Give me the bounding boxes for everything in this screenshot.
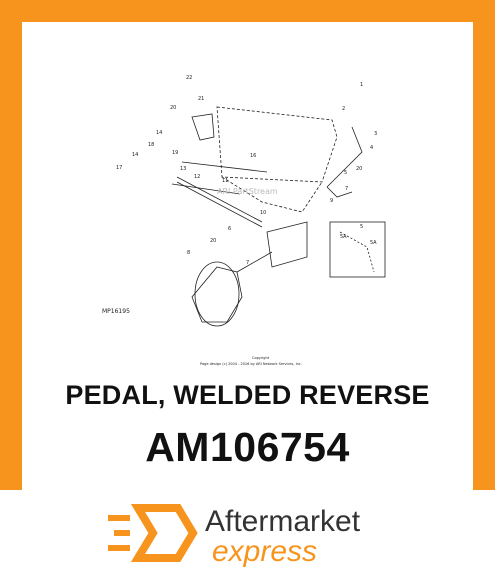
parts-diagram: 22 20 21 1 2 3 4 14 18 14 17 19 13 12 16… [102,75,386,366]
callout-5a-b: 5A [370,240,377,246]
callout-12: 12 [194,174,200,180]
callout-17: 17 [116,165,122,171]
callout-21: 21 [198,96,204,102]
callout-5: 5 [344,170,347,176]
callout-14a: 14 [156,130,162,136]
watermark: ARI PartStream [217,187,278,196]
callout-8: 8 [187,250,190,256]
part-number: AM106754 [145,424,350,470]
callout-19: 19 [172,150,178,156]
callout-20: 20 [170,105,176,111]
callout-7b: 7 [246,260,249,266]
callout-16: 16 [250,153,256,159]
callout-9: 9 [330,198,333,204]
copyright-line-2: Page design (c) 2004 - 2016 by ARI Netwo… [200,362,302,366]
brand-line-1: Aftermarket [205,505,361,538]
callout-1: 1 [360,82,363,88]
callout-5b: 5 [360,224,363,230]
brand-line-2: express [212,535,318,568]
callout-18: 18 [148,142,154,148]
callout-4: 4 [370,145,373,151]
callout-20b: 20 [356,166,362,172]
callout-22: 22 [186,75,192,81]
callout-20c: 20 [210,238,216,244]
callout-13: 13 [180,166,186,172]
callout-10: 10 [260,210,266,216]
hexagon-speed-logo-icon [108,504,198,562]
product-card: 22 20 21 1 2 3 4 14 18 14 17 19 13 12 16… [22,22,473,490]
callout-5a: 5A [340,234,347,240]
product-name: PEDAL, WELDED REVERSE [65,380,430,410]
callout-3: 3 [374,131,377,137]
callout-2: 2 [342,106,345,112]
figure-code: MP16195 [102,308,130,315]
footer [0,490,495,575]
callout-6: 6 [228,226,231,232]
callout-11: 11 [222,178,228,184]
callout-14b: 14 [132,152,138,158]
copyright-line-1: Copyright [252,356,270,360]
callout-7a: 7 [345,186,348,192]
